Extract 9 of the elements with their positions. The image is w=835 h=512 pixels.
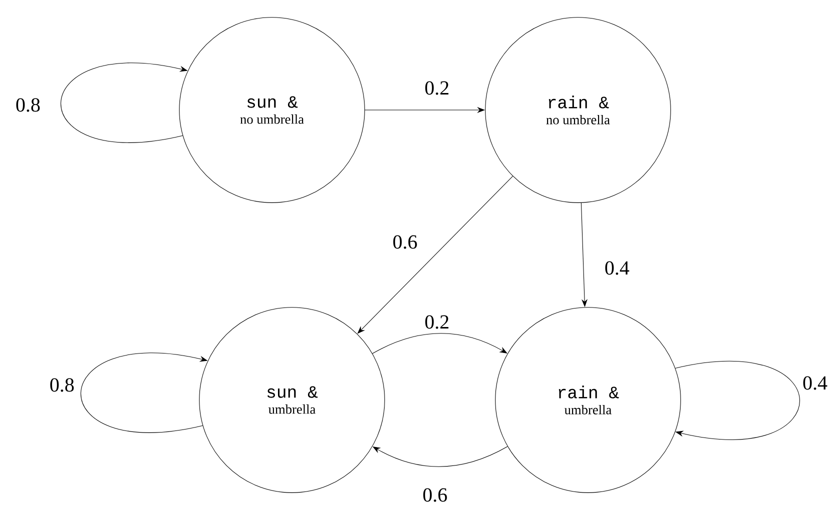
edge-label: 0.6: [421, 486, 449, 504]
edge-label: 0.4: [603, 260, 631, 276]
edge-label: 0.8: [14, 96, 42, 114]
arrow: [675, 362, 800, 440]
edge-label: 0.2: [423, 314, 451, 330]
edge-label: 0.6: [391, 234, 419, 250]
edge-label: 0.2: [423, 80, 451, 96]
edge-label: 0.8: [48, 376, 76, 394]
edge-label: 0.4: [801, 374, 829, 392]
